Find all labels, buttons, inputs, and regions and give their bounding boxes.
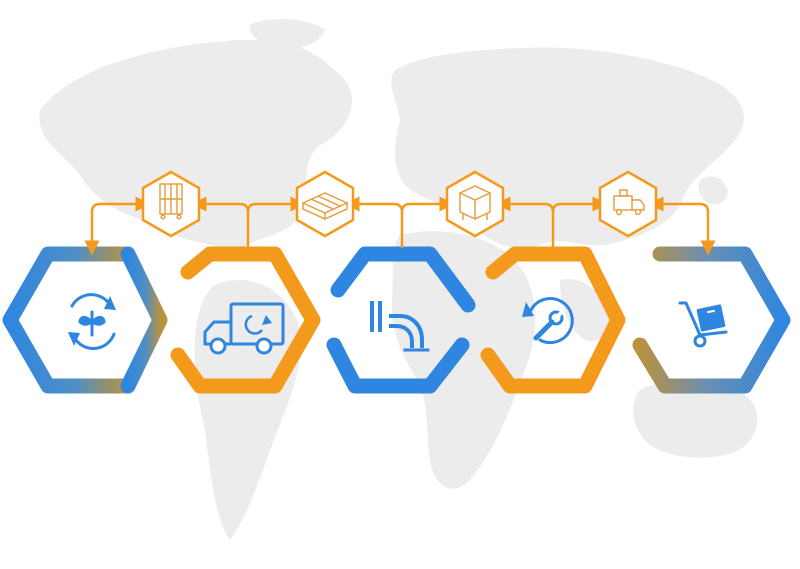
roll-cage-icon xyxy=(159,183,183,220)
stage-ring-4 xyxy=(480,246,626,394)
pipe-bend-icon xyxy=(370,301,430,352)
stage-ring-3 xyxy=(326,246,476,394)
stage-ring-5 xyxy=(632,246,791,394)
hand-truck-box-icon xyxy=(678,301,728,348)
repair-cycle-icon xyxy=(522,297,574,345)
delivery-truck-icon xyxy=(613,189,645,216)
connector-arrows xyxy=(84,204,716,256)
connector-hex-3 xyxy=(445,170,505,238)
connector-hex-1 xyxy=(141,170,201,238)
recycling-truck-icon xyxy=(203,302,285,355)
recycle-plant-icon xyxy=(68,293,116,350)
stage-ring-1 xyxy=(2,246,168,394)
crate-icon xyxy=(458,185,492,220)
connector-hex-4 xyxy=(598,170,658,238)
pallet-icon xyxy=(301,192,349,220)
stage-ring-2 xyxy=(170,246,321,394)
connector-hex-2 xyxy=(295,170,355,238)
